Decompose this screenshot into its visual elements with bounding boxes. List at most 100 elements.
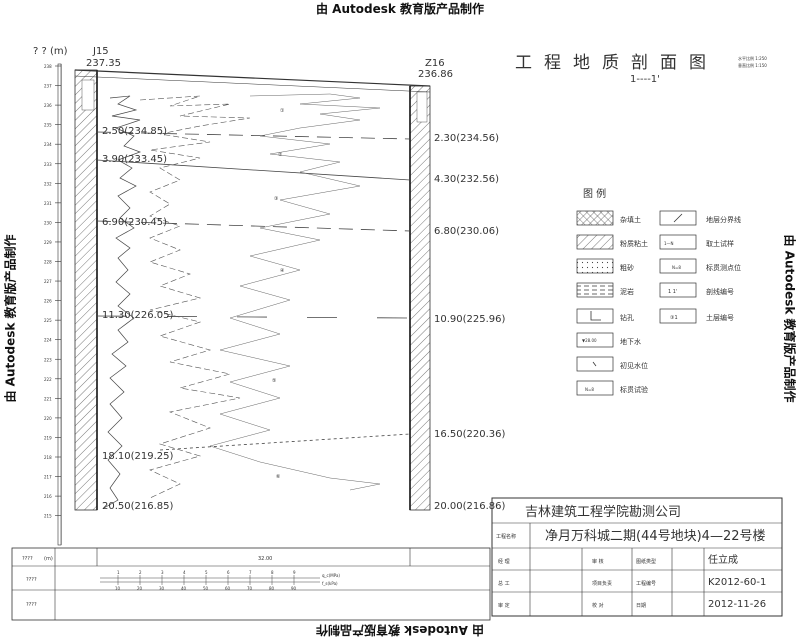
scale2-tick: 10 [115,586,121,591]
borehole-right-elevation: 236.86 [418,69,453,80]
title-block-cell: 经 理 [498,558,510,565]
elevation-tick-label: 235 [44,123,52,128]
scale2-tick: 70 [247,586,253,591]
svg-text:1—N: 1—N [664,241,674,246]
layer-boundary-4 [96,315,411,319]
title-block-cell: K2012-60-1 [708,577,766,588]
right-layer-label: 2.30(234.56) [434,133,499,144]
layer-boundary-5 [159,433,411,451]
sample-swatch: 1—N [659,234,697,250]
scale2-tick: 80 [269,586,275,591]
borehole-left-id: J15 [92,46,109,57]
scale1-tick: 7 [249,570,252,575]
left-layer-label: 20.50(216.85) [102,501,174,512]
title-block-cell: 项目负责 [592,580,612,587]
elevation-tick-label: 224 [44,338,52,343]
slash-swatch [659,210,697,226]
project-label: 工程名称 [496,533,516,540]
layer-number-marker: ④ [280,268,285,274]
initial-water-swatch [576,356,614,372]
layer-number-marker: ⑥ [276,474,281,480]
title-block-cell: 审 核 [592,558,604,565]
borehole-left-column [74,69,98,511]
right-layer-label: 4.30(232.56) [434,174,499,185]
title-block-cell: 2012-11-26 [708,599,766,610]
legend-item-label: 粉质粘土 [620,239,648,248]
table-row2-label: ???? [26,577,37,583]
title-block-cell: 校 对 [592,602,604,609]
crosshatch-swatch [576,210,614,226]
legend-item-label: 标贯测点位 [706,263,741,272]
right-layer-label: 10.90(225.96) [434,314,506,325]
title-block-cell: 工程编号 [636,580,656,587]
elevation-tick-label: 232 [44,181,52,186]
drawing-title: 工程地质剖面图 [515,53,718,73]
legend-item-label: 土层编号 [706,313,734,322]
title-block: 吉林建筑工程学院勘测公司 工程名称 净月万科城二期(44号地块)4—22号楼 经… [491,497,783,617]
elevation-tick-label: 223 [44,357,52,362]
left-layer-labels: 2.50(234.85)3.90(233.45)6.90(230.45)11.3… [102,126,174,512]
bottom-data-table: ???? (m) 32.00 ???? ???? 110220330440550… [11,547,491,621]
dash-hatch-swatch [576,282,614,298]
title-block-cell: 日期 [636,603,646,609]
scale1-tick: 4 [183,570,186,575]
water-table-swatch: ▼28.00 [576,332,614,348]
legend-item-label: 地下水 [620,337,641,346]
title-block-cell: 总 工 [498,580,510,587]
elevation-tick-label: 237 [44,84,52,89]
svg-text:N=8: N=8 [672,265,681,270]
elevation-tick-label: 233 [44,162,52,167]
borehole-right-column [409,85,431,511]
ground-surface-line [74,69,431,87]
title-block-cell: 任立成 [708,553,738,566]
elevation-tick-label: 220 [44,416,52,421]
elevation-tick-label: 238 [44,64,52,69]
elevation-tick-label: 236 [44,103,52,108]
table-row1-value: 32.00 [258,556,272,562]
scale1-tick: 1 [117,570,120,575]
scale1-label: q_c(MPa) [322,573,340,578]
borehole-swatch [576,308,614,324]
legend-item-label: 杂填土 [620,215,641,224]
layer-number-swatch: ③1 [659,308,697,324]
layer-number-marker: ① [280,108,285,114]
layer-number-marker: ③ [274,196,278,202]
svg-text:N=8: N=8 [585,387,594,392]
borehole-right-id: Z16 [425,58,445,69]
legend-item-label: 取土试样 [706,239,734,248]
elevation-ticks: 2382372362352342332322312302292282272262… [44,64,61,519]
scale1-tick: 2 [139,570,142,575]
legend-item-label: 初见水位 [620,361,648,370]
scale1-tick: 5 [205,570,208,575]
spt-swatch: N=8 [659,258,697,274]
svg-text:1 1': 1 1' [668,289,677,295]
elevation-unit-label: ? ? (m) [33,46,68,57]
legend-item-label: 粗砂 [620,263,634,272]
vertical-scale: 垂直比例 1:150 [738,62,767,68]
elevation-tick-label: 216 [44,494,52,499]
elevation-tick-label: 234 [44,142,52,147]
spt-test-swatch: N=8 [576,380,614,396]
left-layer-label: 2.50(234.85) [102,126,167,137]
scale2-tick: 60 [225,586,231,591]
legend-item-label: 标贯试验 [620,385,648,394]
elevation-tick-label: 226 [44,299,52,304]
scale2-tick: 30 [159,586,165,591]
scale2-tick: 40 [181,586,187,591]
legend-item-label: 泥岩 [620,287,634,296]
table-row1-unit: (m) [44,556,53,562]
left-layer-label: 18.10(219.25) [102,451,174,462]
right-layer-label: 20.00(216.86) [434,501,506,512]
title-block-cell: 审 定 [498,602,510,609]
title-block-cell: 图纸类型 [636,558,656,565]
elevation-tick-label: 231 [44,201,52,206]
elevation-tick-label: 222 [44,377,52,382]
elevation-tick-label: 225 [44,318,52,323]
elevation-tick-label: 215 [44,514,52,519]
scale1-tick: 9 [293,570,296,575]
